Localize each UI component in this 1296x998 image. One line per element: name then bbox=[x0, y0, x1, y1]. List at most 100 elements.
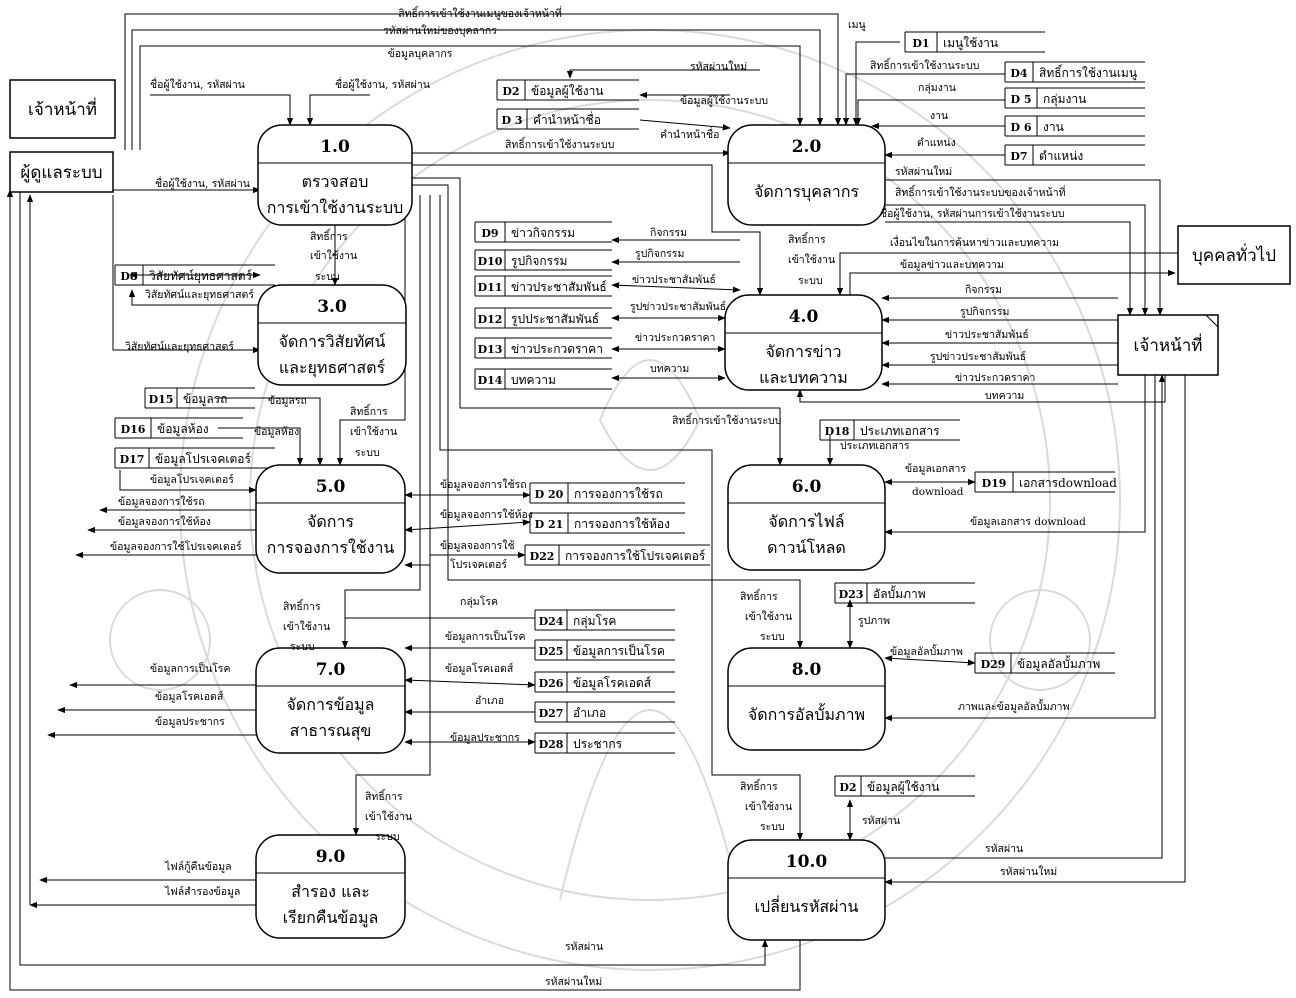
store-id: D17 bbox=[120, 453, 145, 466]
entity-label: บุคคลทั่วไป bbox=[1192, 243, 1276, 266]
flow-label: ข้อมูลอัลบั้มภาพ bbox=[890, 644, 963, 658]
flow-label: รูปข่าวประชาสัมพันธ์ bbox=[930, 350, 1026, 363]
process-name: เปลี่ยนรหัสผ่าน bbox=[755, 895, 859, 916]
flow-label: ข้อมูลจองการใช้รถ bbox=[440, 478, 527, 491]
store-name: เอกสารdownload bbox=[1019, 476, 1117, 490]
flow-label: ข้อมูลโรคเอดส์ bbox=[445, 662, 514, 675]
process-name: จัดการ bbox=[307, 512, 354, 531]
store-name: อำเภอ bbox=[573, 706, 606, 720]
store-name: การจองการใช้โปรเจคเตอร์ bbox=[565, 549, 706, 563]
store-name: ประชากร bbox=[573, 737, 623, 751]
process-id: 6.0 bbox=[792, 477, 822, 497]
flow-label: กิจกรรม bbox=[650, 227, 687, 239]
store-name: อัลบั้มภาพ bbox=[873, 585, 926, 601]
store-id: D25 bbox=[539, 645, 564, 658]
store-name: งาน bbox=[1043, 120, 1064, 134]
flow-label: รูปข่าวประชาสัมพันธ์ bbox=[630, 300, 726, 313]
store-id: D13 bbox=[478, 343, 503, 356]
flow-label: ข้อมูลบุคลากร bbox=[388, 48, 453, 60]
store-name: การจองการใช้รถ bbox=[574, 487, 663, 501]
flow-label: ข่าวประกวดราคา bbox=[635, 332, 715, 344]
flow-label: ข้อมูลรถ bbox=[268, 395, 307, 407]
flow-label: อำเภอ bbox=[475, 695, 504, 707]
process-6-0: 6.0จัดการไฟล์ดาวน์โหลด bbox=[727, 464, 886, 571]
flow-label: ข้อมูลประชากร bbox=[155, 716, 225, 728]
flow-label: ข้อมูลเอกสาร bbox=[905, 463, 966, 475]
flow-label: ข้อมูลจองการใช้ bbox=[440, 539, 515, 552]
store-id: D2 bbox=[502, 85, 519, 98]
flow-label: สิทธิ์การ bbox=[740, 588, 778, 603]
flow-label: รหัสผ่าน bbox=[985, 843, 1023, 855]
store-name: กลุ่มโรค bbox=[573, 614, 616, 629]
process-name: จัดการข้อมูล bbox=[287, 695, 375, 715]
flow-label: ระบบ bbox=[760, 631, 785, 643]
flow-label: กลุ่มโรค bbox=[460, 595, 498, 608]
flow-label: ภาพและข้อมูลอัลบั้มภาพ bbox=[958, 699, 1070, 713]
process-name: สาธารณสุข bbox=[290, 721, 372, 741]
process-name: เรียกคืนข้อมูล bbox=[283, 908, 379, 928]
flow-label: ข้อมูลจองการใช้รถ bbox=[118, 495, 205, 508]
entity-label: เจ้าหน้าที่ bbox=[1134, 333, 1203, 356]
flow-label: รหัสผ่านใหม่ของบุคลากร bbox=[383, 24, 497, 37]
process-name: สำรอง และ bbox=[291, 882, 370, 901]
store-id: D 21 bbox=[535, 518, 564, 531]
flow-label: โปรเจคเตอร์ bbox=[450, 558, 507, 571]
flow-label: ข้อมูลการเป็นโรค bbox=[445, 629, 525, 643]
process-name: จัดการอัลบั้มภาพ bbox=[748, 703, 865, 724]
store-name: รูปกิจกรรม bbox=[511, 254, 567, 269]
flow-label: ข้อมูลประชากร bbox=[450, 732, 520, 744]
flow-label: วิสัยทัศน์และยุทธศาสตร์ bbox=[125, 340, 234, 353]
process-id: 4.0 bbox=[789, 307, 819, 327]
store-name: คำนำหน้าชื่อ bbox=[533, 111, 601, 127]
store-id: D15 bbox=[149, 393, 174, 406]
store-name: ข่าวประชาสัมพันธ์ bbox=[511, 280, 607, 294]
entity-label: เจ้าหน้าที่ bbox=[28, 97, 97, 120]
flow-label: สิทธิ์การ bbox=[788, 231, 826, 246]
flow-label: สิทธิ์การเข้าใช้งานระบบ bbox=[870, 57, 979, 72]
store-id: D1 bbox=[912, 37, 929, 50]
flow-label: ข้อมูลเอกสาร download bbox=[970, 516, 1086, 528]
store-id: D28 bbox=[539, 738, 564, 751]
process-id: 10.0 bbox=[786, 852, 828, 872]
flow-label: ชื่อผู้ใช้งาน, รหัสผ่าน bbox=[335, 77, 430, 91]
process-name: จัดการวิสัยทัศน์ bbox=[279, 332, 386, 351]
store-name: การจองการใช้ห้อง bbox=[574, 517, 670, 531]
flow-label: เข้าใช้งาน bbox=[745, 610, 792, 623]
flow-label: ระบบ bbox=[760, 821, 785, 833]
flow-label: ข้อมูลผู้ใช้งานระบบ bbox=[680, 94, 768, 107]
flow-lines bbox=[6, 13, 1186, 991]
external-entity: เจ้าหน้าที่ bbox=[1117, 314, 1219, 376]
flow-label: สิทธิ์การ bbox=[365, 788, 403, 803]
flow-label: ข้อมูลโปรเจคเตอร์ bbox=[150, 473, 234, 486]
process-name: และบทความ bbox=[759, 368, 848, 387]
data-store: D28 ประชากร bbox=[534, 732, 675, 754]
store-id: D2 bbox=[839, 781, 856, 794]
process-name: จัดการบุคลากร bbox=[754, 182, 859, 202]
store-name: สิทธิ์การใช้งานเมนู bbox=[1039, 64, 1137, 81]
flow-label: ระบบ bbox=[798, 275, 823, 287]
store-id: D10 bbox=[478, 255, 503, 268]
store-name: รูปประชาสัมพันธ์ bbox=[511, 312, 599, 327]
flow-label: รหัสผ่านใหม่ bbox=[1000, 865, 1057, 878]
flow-label: เข้าใช้งาน bbox=[283, 620, 330, 633]
flow-label: ข่าวประชาสัมพันธ์ bbox=[945, 328, 1029, 341]
flow-label: download bbox=[912, 486, 964, 498]
flow-label: สิทธิ์การเข้าใช้งานระบบ bbox=[505, 136, 614, 151]
process-name: การเข้าใช้งานระบบ bbox=[267, 198, 404, 217]
flow-label: ประเภทเอกสาร bbox=[840, 440, 910, 452]
